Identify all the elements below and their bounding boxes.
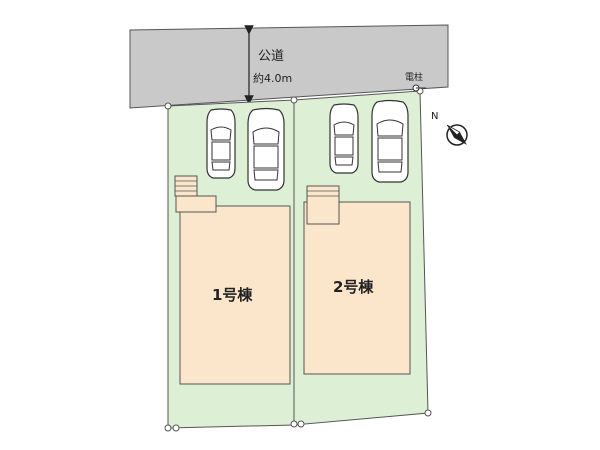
road-width-label: 約4.0m bbox=[253, 71, 292, 85]
building-2-label: 2号棟 bbox=[333, 278, 374, 296]
utility-pole-icon bbox=[412, 84, 426, 92]
car-icon bbox=[329, 103, 359, 174]
utility-pole-label: 電柱 bbox=[405, 71, 423, 83]
north-arrow-icon bbox=[446, 124, 468, 146]
car-icon bbox=[247, 107, 285, 191]
car-icon bbox=[206, 108, 236, 179]
road-label: 公道 bbox=[258, 49, 284, 64]
car-icon bbox=[371, 99, 409, 183]
porch-2 bbox=[306, 185, 340, 225]
public-road bbox=[129, 24, 449, 109]
building-1-label: 1号棟 bbox=[212, 286, 253, 304]
north-label: N bbox=[431, 111, 438, 122]
building-1: 1号棟 bbox=[174, 175, 291, 385]
porch-1 bbox=[175, 195, 217, 213]
building-2: 2号棟 bbox=[303, 185, 411, 375]
